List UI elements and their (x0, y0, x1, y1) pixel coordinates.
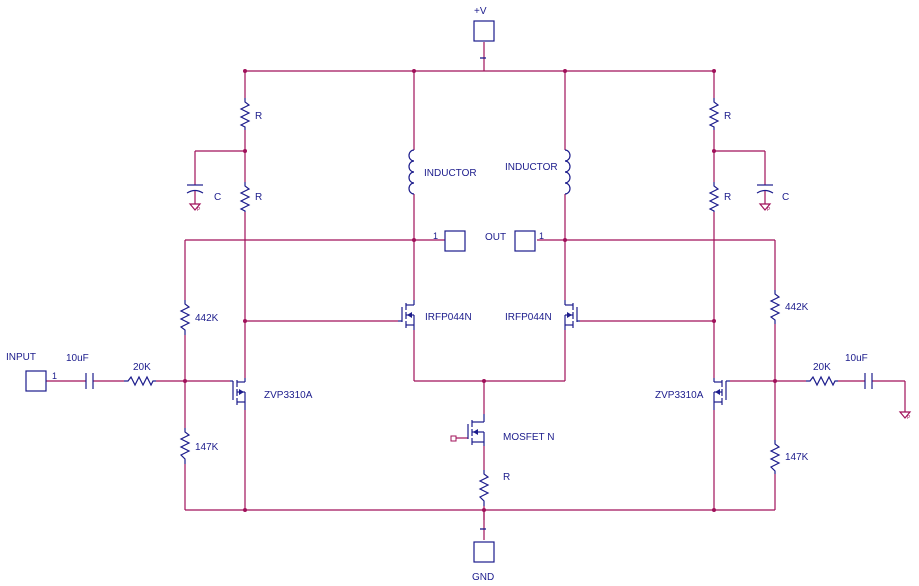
gnd-label: GND (472, 572, 494, 583)
gnd-port[interactable]: GND (472, 528, 495, 583)
svg-text:ZVP3310A: ZVP3310A (264, 390, 313, 401)
inductor-right: INDUCTOR (505, 149, 571, 195)
capacitor-10uf-left: 10uF (66, 353, 94, 389)
svg-text:10uF: 10uF (66, 353, 89, 364)
capacitor-c-right: C (756, 184, 789, 214)
resistor-442k-right: 442K (769, 290, 809, 324)
resistor-147k-left: 147K (179, 428, 219, 464)
mosfet-zvp3310a-right: ZVP3310A (655, 378, 730, 410)
svg-text:20K: 20K (133, 362, 151, 373)
svg-text:20K: 20K (813, 362, 831, 373)
svg-text:147K: 147K (785, 452, 809, 463)
mosfet-irfp044n-right: IRFP044N (505, 300, 580, 330)
svg-text:MOSFET N: MOSFET N (503, 432, 554, 443)
inductor-left: INDUCTOR (408, 149, 477, 195)
svg-text:147K: 147K (195, 442, 219, 453)
input-pin-number: 1 (52, 371, 57, 381)
capacitor-10uf-right: 10uF (845, 353, 873, 389)
mosfet-n-tail: MOSFET N (450, 414, 554, 446)
svg-text:INDUCTOR: INDUCTOR (505, 162, 558, 173)
resistor-r-top-right: R (708, 98, 731, 130)
resistor-442k-left: 442K (179, 300, 219, 335)
svg-text:IRFP044N: IRFP044N (425, 312, 472, 323)
vplus-port[interactable]: +V (473, 6, 495, 59)
capacitor-c-left: C (186, 184, 221, 214)
resistor-20k-left: 20K (124, 362, 156, 387)
svg-text:442K: 442K (195, 313, 219, 324)
resistor-20k-right: 20K (806, 362, 838, 387)
mosfet-zvp3310a-left: ZVP3310A (230, 378, 313, 410)
svg-text:C: C (214, 192, 221, 203)
svg-text:R: R (255, 192, 262, 203)
resistor-147k-right: 147K (769, 440, 809, 474)
svg-text:R: R (724, 192, 731, 203)
svg-text:442K: 442K (785, 302, 809, 313)
svg-text:R: R (503, 472, 510, 483)
ground-symbol-right (899, 407, 912, 422)
resistor-r-top-left: R (239, 98, 262, 130)
svg-text:C: C (782, 192, 789, 203)
svg-text:IRFP044N: IRFP044N (505, 312, 552, 323)
input-label: INPUT (6, 352, 36, 363)
svg-text:R: R (255, 111, 262, 122)
svg-text:10uF: 10uF (845, 353, 868, 364)
mosfet-irfp044n-left: IRFP044N (398, 300, 472, 330)
out-port-right[interactable]: 1 (514, 230, 544, 252)
vplus-label: +V (474, 6, 487, 17)
resistor-r-source: R (478, 470, 510, 506)
wire-network (46, 42, 906, 540)
out-label: OUT (485, 232, 506, 243)
out-right-pin-number: 1 (539, 231, 544, 241)
svg-text:INDUCTOR: INDUCTOR (424, 168, 477, 179)
out-left-pin-number: 1 (433, 231, 438, 241)
resistor-r-mid-left: R (239, 182, 262, 212)
resistor-r-mid-right: R (708, 182, 731, 212)
out-port-left[interactable]: 1 (433, 230, 466, 252)
input-port[interactable]: INPUT 1 (6, 352, 57, 392)
junction-dots (183, 69, 777, 512)
svg-text:ZVP3310A: ZVP3310A (655, 390, 704, 401)
svg-text:R: R (724, 111, 731, 122)
